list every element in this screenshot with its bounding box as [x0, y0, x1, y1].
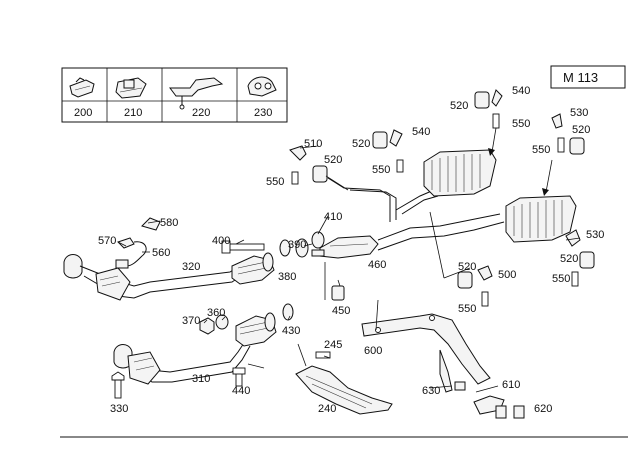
- label-520-a: 520: [324, 154, 342, 166]
- label-400: 400: [212, 235, 230, 247]
- nut-370-icon: [199, 317, 215, 335]
- label-510: 510: [304, 138, 322, 150]
- clamp-620-icon: [495, 405, 525, 419]
- bolt-245-icon: [315, 351, 331, 359]
- thumb-label-210: 210: [124, 107, 142, 119]
- label-540-a: 540: [412, 126, 430, 138]
- label-380: 380: [278, 271, 296, 283]
- bolt-440-icon: [232, 367, 246, 387]
- label-240: 240: [318, 403, 336, 415]
- label-600: 600: [364, 345, 382, 357]
- label-310: 310: [192, 373, 210, 385]
- label-570: 570: [98, 235, 116, 247]
- label-390: 390: [288, 239, 306, 251]
- label-580: 580: [160, 217, 178, 229]
- thumb-220-bracket-icon: [169, 77, 224, 110]
- label-530-a: 530: [570, 107, 588, 119]
- label-520-f: 520: [458, 261, 476, 273]
- engine-badge: M 113: [550, 65, 626, 89]
- hanger-lower-right-group: [457, 229, 595, 307]
- label-540-b: 540: [512, 85, 530, 97]
- label-520-d: 520: [572, 124, 590, 136]
- clamp-450-icon: [331, 285, 345, 301]
- thumbnail-strip: 200 210 220 230: [61, 67, 288, 123]
- thumb-210-clip-icon: [115, 77, 147, 99]
- label-620: 620: [534, 403, 552, 415]
- ring-390-icon: [295, 238, 309, 258]
- nut-630-icon: [454, 381, 466, 391]
- label-430: 430: [282, 325, 300, 337]
- clip-580-icon: [141, 217, 161, 231]
- thumb-label-220: 220: [192, 107, 210, 119]
- thumb-230-clamp-icon: [247, 76, 277, 97]
- bolt-400-icon: [221, 240, 265, 254]
- gasket-360-icon: [215, 314, 229, 330]
- label-550-d: 550: [532, 144, 550, 156]
- front-pipe-upper-320: [63, 254, 239, 301]
- label-520-e: 520: [560, 253, 578, 265]
- catalytic-converter-lower: [235, 312, 277, 347]
- label-550-f: 550: [458, 303, 476, 315]
- label-550-e: 550: [552, 273, 570, 285]
- clamp-410-icon: [311, 231, 325, 257]
- bracket-600: [361, 313, 491, 393]
- hanger-upper-right-group: [289, 89, 585, 196]
- rear-muffler-upper: [423, 149, 497, 197]
- label-410: 410: [324, 211, 342, 223]
- thumb-label-230: 230: [254, 107, 272, 119]
- label-530-b: 530: [586, 229, 604, 241]
- bolt-330-icon: [111, 371, 125, 399]
- label-550-a: 550: [266, 176, 284, 188]
- catalytic-converter-upper: [231, 252, 275, 285]
- gasket-380-icon: [279, 239, 291, 257]
- label-320: 320: [182, 261, 200, 273]
- label-360: 360: [207, 307, 225, 319]
- label-550-c: 550: [512, 118, 530, 130]
- label-550-b: 550: [372, 164, 390, 176]
- label-440: 440: [232, 385, 250, 397]
- label-610: 610: [502, 379, 520, 391]
- label-330: 330: [110, 403, 128, 415]
- label-520-c: 520: [450, 100, 468, 112]
- thumb-label-200: 200: [74, 107, 92, 119]
- label-500: 500: [498, 269, 516, 281]
- gasket-430-icon: [282, 303, 294, 321]
- label-460: 460: [368, 259, 386, 271]
- label-560: 560: [152, 247, 170, 259]
- rear-muffler-lower: [505, 195, 577, 243]
- oxygen-sensor-570-icon: [115, 237, 147, 269]
- label-630: 630: [422, 385, 440, 397]
- leader-lines: [117, 145, 581, 393]
- label-370: 370: [182, 315, 200, 327]
- part-number-labels: 580 570 560 320 400 380 390 410 460 450 …: [98, 85, 604, 415]
- engine-badge-text: M 113: [563, 70, 598, 85]
- label-520-b: 520: [352, 138, 370, 150]
- label-245: 245: [324, 339, 342, 351]
- center-pipe-460: [319, 177, 505, 259]
- label-450: 450: [332, 305, 350, 317]
- heat-shield-240: [295, 365, 393, 415]
- thumb-200-clip-icon: [69, 77, 95, 98]
- front-pipe-lower-310: [113, 339, 251, 385]
